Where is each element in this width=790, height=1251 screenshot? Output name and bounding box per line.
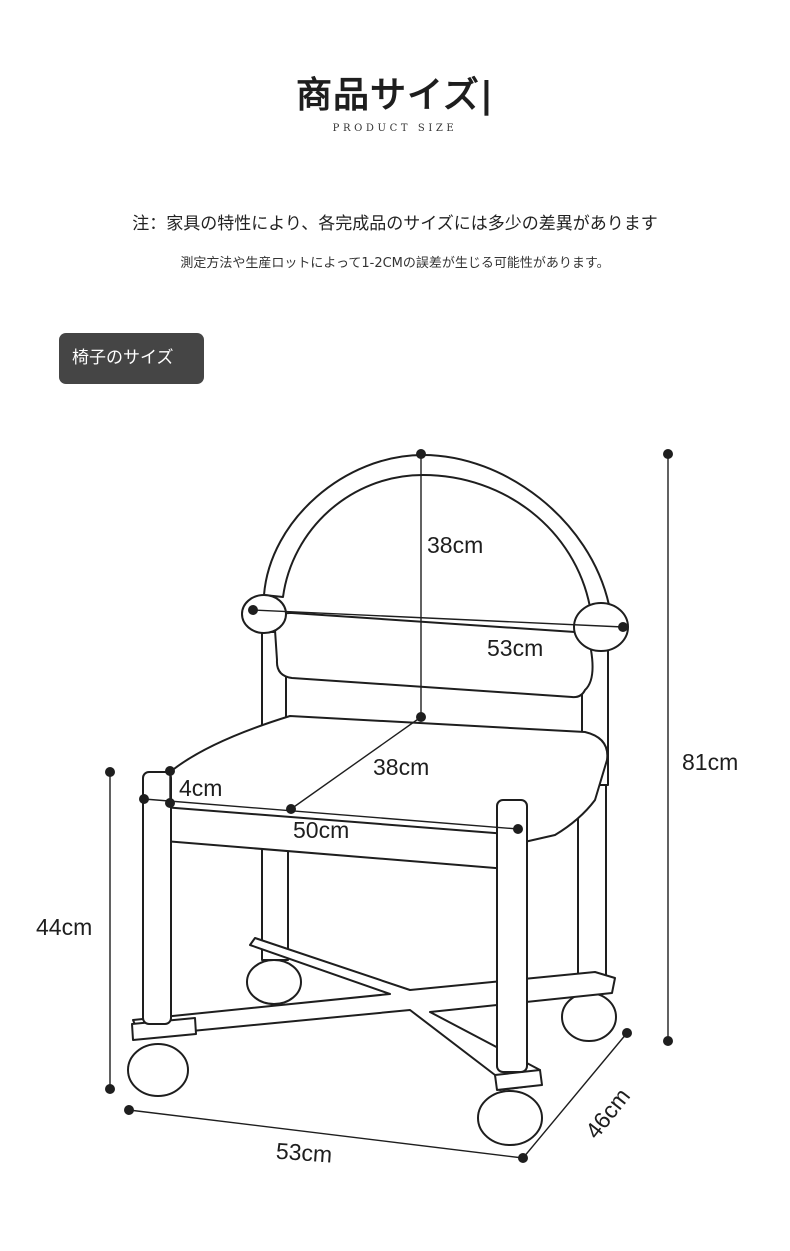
- dimline-seat-depth: [290, 716, 422, 810]
- dimline-base-width: [128, 1109, 524, 1159]
- front-foot-left: [127, 1043, 189, 1097]
- chair-drawing: [127, 454, 629, 1146]
- dimension-dots: [105, 449, 673, 1163]
- dot: [165, 766, 175, 776]
- front-foot-right: [477, 1090, 543, 1146]
- label-base-depth: 46cm: [580, 1083, 635, 1143]
- dot: [663, 449, 673, 459]
- page-subtitle: PRODUCT SIZE: [332, 123, 458, 134]
- dot: [286, 804, 296, 814]
- section-badge: 椅子のサイズ: [59, 333, 204, 384]
- dot: [518, 1153, 528, 1163]
- dimension-lines: [109, 454, 669, 1159]
- rear-foot-left: [246, 959, 302, 1005]
- label-seat-height: 44cm: [36, 914, 92, 940]
- dot: [105, 1084, 115, 1094]
- label-seat-width: 50cm: [293, 817, 349, 843]
- dot: [124, 1105, 134, 1115]
- label-backrest-height: 38cm: [427, 532, 483, 558]
- dimension-labels: 38cm 53cm 81cm 38cm 4cm 50cm 44cm 53cm 4…: [36, 532, 738, 1168]
- dot: [165, 798, 175, 808]
- note-line-1: 注：家具の特性により、各完成品のサイズには多少の差異があります: [132, 214, 658, 234]
- label-base-width: 53cm: [275, 1138, 333, 1168]
- label-frame-thickness: 4cm: [179, 775, 222, 801]
- page-title: 商品サイズ|: [295, 75, 495, 116]
- dimline-seat-width: [143, 798, 519, 830]
- note-line-2: 測定方法や生産ロットによって1-2CMの誤差が生じる可能性があります。: [180, 256, 610, 271]
- dot: [416, 712, 426, 722]
- dot: [416, 449, 426, 459]
- front-leg-right: [496, 799, 528, 1073]
- dot: [105, 767, 115, 777]
- dot: [622, 1028, 632, 1038]
- back-arch: [263, 454, 610, 608]
- dimline-back-width: [252, 609, 624, 628]
- front-leg-left: [142, 771, 172, 1025]
- dot: [618, 622, 628, 632]
- dimline-base-depth: [522, 1032, 628, 1159]
- label-back-width: 53cm: [487, 635, 543, 661]
- label-total-height: 81cm: [682, 749, 738, 775]
- cross-stretcher: [132, 937, 616, 1091]
- back-pad: [273, 611, 594, 699]
- dot: [139, 794, 149, 804]
- knob-left: [241, 594, 287, 634]
- dot: [513, 824, 523, 834]
- seat-top: [149, 715, 609, 844]
- dot: [248, 605, 258, 615]
- rear-foot-right: [561, 992, 617, 1042]
- dot: [663, 1036, 673, 1046]
- label-seat-depth: 38cm: [373, 754, 429, 780]
